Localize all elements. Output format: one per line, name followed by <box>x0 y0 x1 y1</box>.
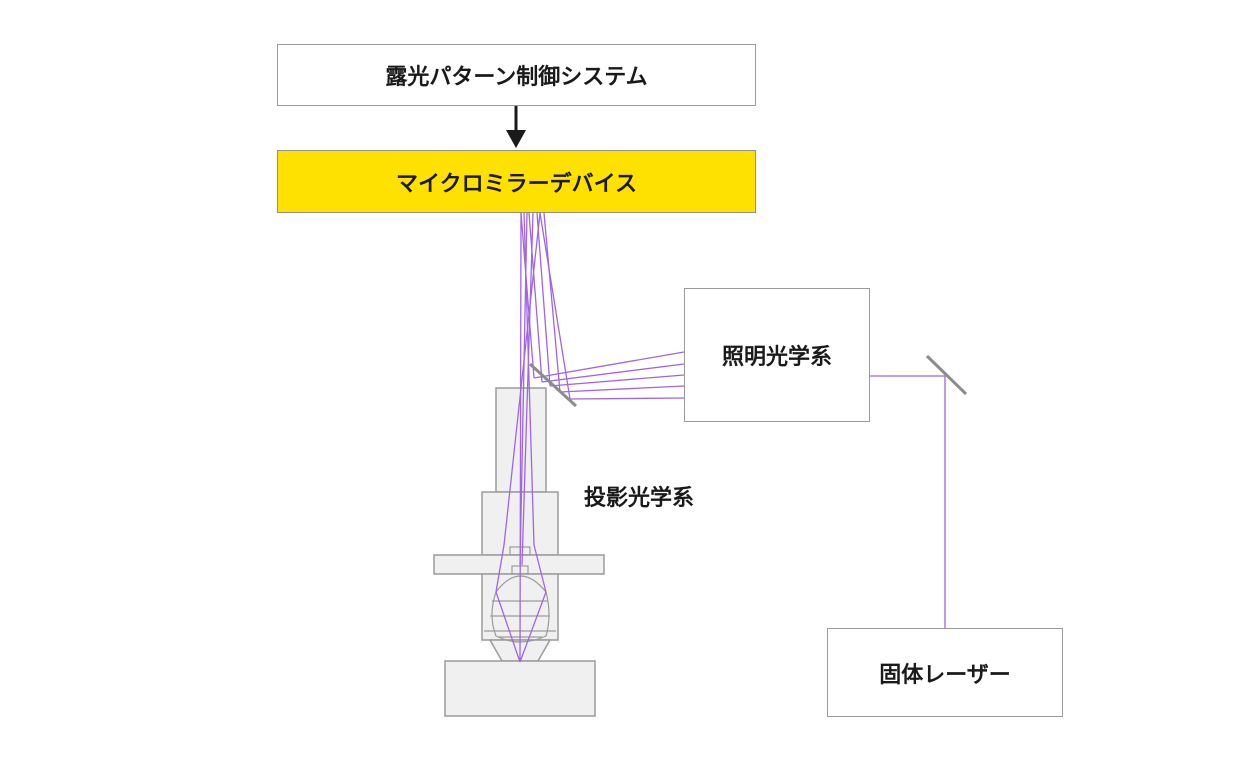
solid-state-laser-label: 固体レーザー <box>879 662 1011 688</box>
control-to-mirror-arrow <box>506 106 526 148</box>
micromirror-device-label: マイクロミラーデバイス <box>396 171 637 197</box>
lens-body <box>491 575 550 643</box>
projection-tilted-mirror <box>528 362 578 408</box>
micromirror-device-box: マイクロミラーデバイス <box>277 150 756 213</box>
laser-beams <box>495 212 946 663</box>
projection-optics-label: 投影光学系 <box>584 486 695 511</box>
projection-optics-housing <box>433 387 605 717</box>
exposure-control-box: 露光パターン制御システム <box>277 44 756 106</box>
illumination-optics-label: 照明光学系 <box>721 345 832 370</box>
exposure-control-label: 露光パターン制御システム <box>385 65 648 90</box>
illumination-optics-box: 照明光学系 <box>684 288 870 422</box>
projection-base <box>444 660 596 717</box>
solid-state-laser-box: 固体レーザー <box>827 628 1063 717</box>
laser-fold-mirror <box>925 354 968 396</box>
projection-stage <box>433 554 605 575</box>
